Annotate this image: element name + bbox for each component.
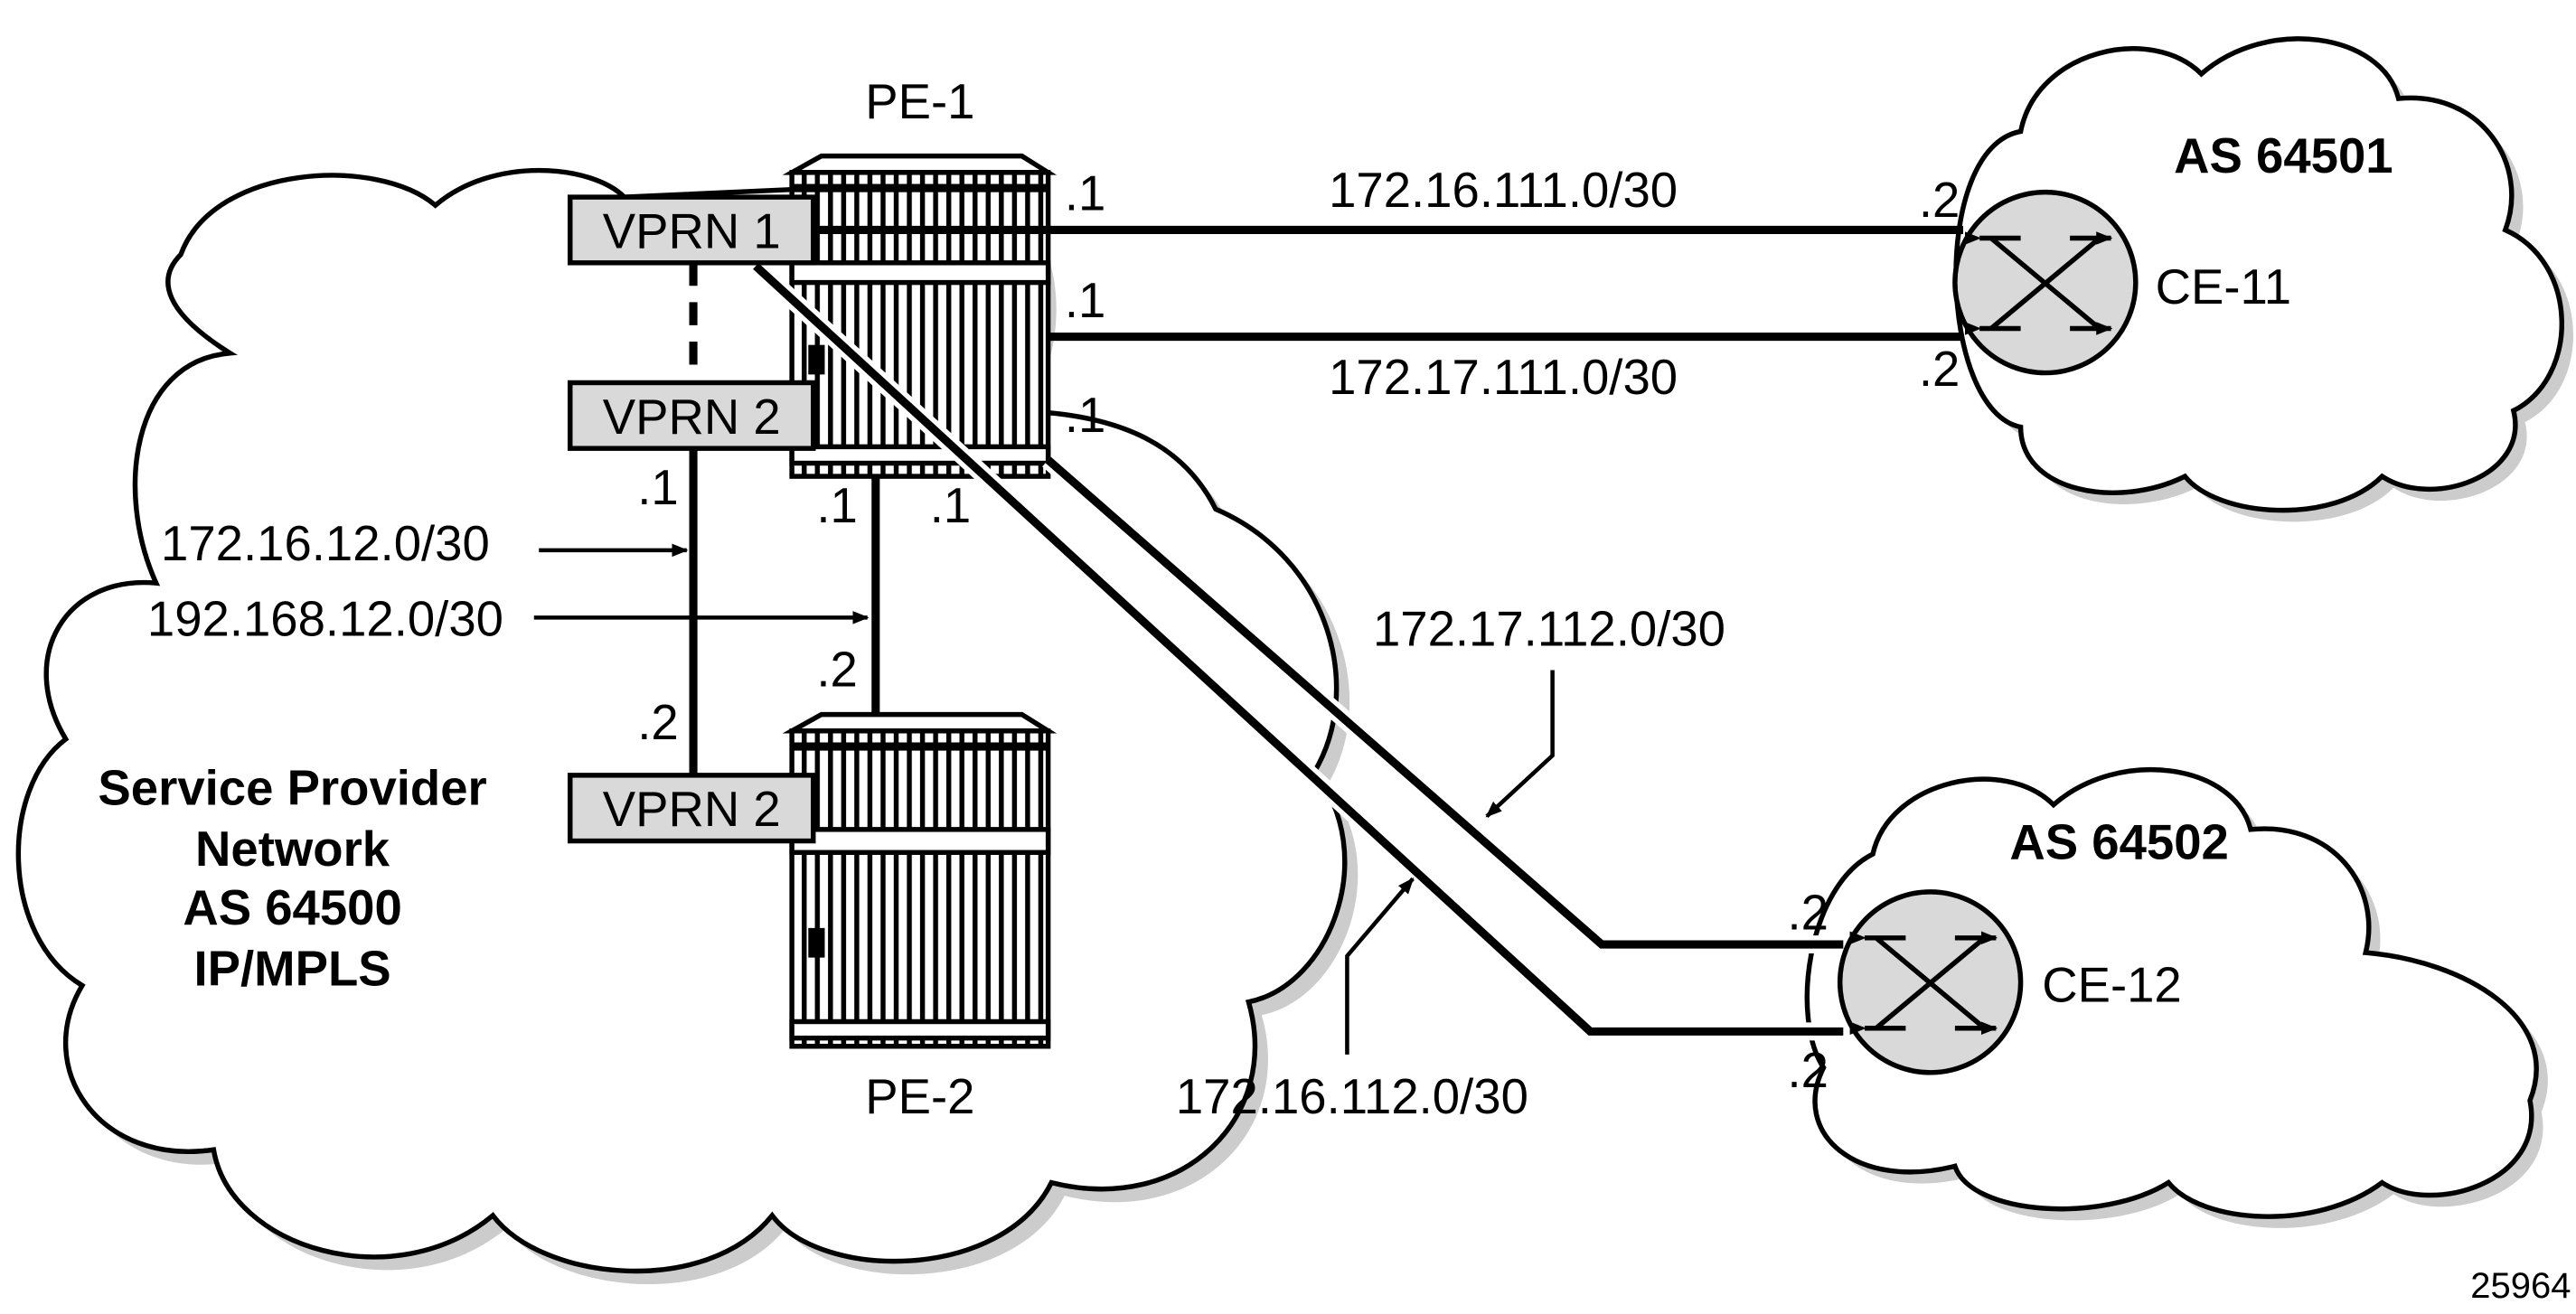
ce11-label: CE-11 [2156,259,2291,314]
addr-label: .1 [1065,273,1105,328]
addr-label: .2 [1788,886,1829,941]
network-label-line: AS 64500 [183,880,401,935]
link-172-17-112 [1045,456,1844,949]
provider-network-label: Service Provider Network AS 64500 IP/MPL… [98,761,486,997]
ce11-router[interactable] [1952,189,2139,376]
subnet-label: 172.17.112.0/30 [1373,601,1725,656]
addr-label: .1 [1065,166,1105,221]
subnet-label: 192.168.12.0/30 [147,591,503,646]
figure-id: 25964 [2470,1266,2571,1306]
as64501-cloud [1953,36,2574,522]
router-cross-icon [1964,231,2113,335]
as64501-label: AS 64501 [2174,128,2393,183]
subnet-label: 172.17.111.0/30 [1329,350,1678,405]
link-172-16-112 [753,263,1844,1036]
pe2-led-icon [808,927,825,958]
pe1-vprn2-box[interactable]: VPRN 2 [568,380,816,451]
addr-label: .1 [1065,388,1105,443]
subnet-label: 172.16.12.0/30 [161,516,490,571]
subnet-label: 172.16.112.0/30 [1176,1069,1528,1124]
pe2-vprn2-label: VPRN 2 [603,782,781,837]
network-label-line: Service Provider [98,761,486,816]
pe1-led-icon [808,344,825,375]
network-label-line: IP/MPLS [194,941,391,996]
pe2-label: PE-2 [865,1069,974,1124]
callout-arrows [533,543,1555,1055]
addr-label: .1 [637,460,678,515]
addr-label: .2 [816,643,857,698]
addr-label: .2 [1788,1043,1829,1098]
pe2-router[interactable] [782,711,1058,1049]
pe1-label: PE-1 [865,74,974,129]
vprn2-label: VPRN 2 [603,390,781,445]
pe1-vprn1-box[interactable]: VPRN 1 [568,194,816,266]
subnet-label: 172.16.111.0/30 [1329,163,1678,218]
links [689,225,1963,1041]
addr-label: .1 [816,478,857,533]
vprn1-label: VPRN 1 [603,203,781,258]
addr-label: .2 [1919,342,1960,397]
addr-label: .2 [637,695,678,750]
as64502-label: AS 64502 [2009,815,2228,870]
router-cross-icon [1849,931,1998,1036]
addr-label: .2 [1919,173,1960,228]
ce12-router[interactable] [1837,889,2024,1075]
network-label-line: Network [195,821,390,877]
as64502-cloud [1804,767,2548,1228]
ce12-label: CE-12 [2042,958,2182,1013]
pe2-vprn2-box[interactable]: VPRN 2 [568,773,816,844]
addr-label: .1 [930,478,971,533]
